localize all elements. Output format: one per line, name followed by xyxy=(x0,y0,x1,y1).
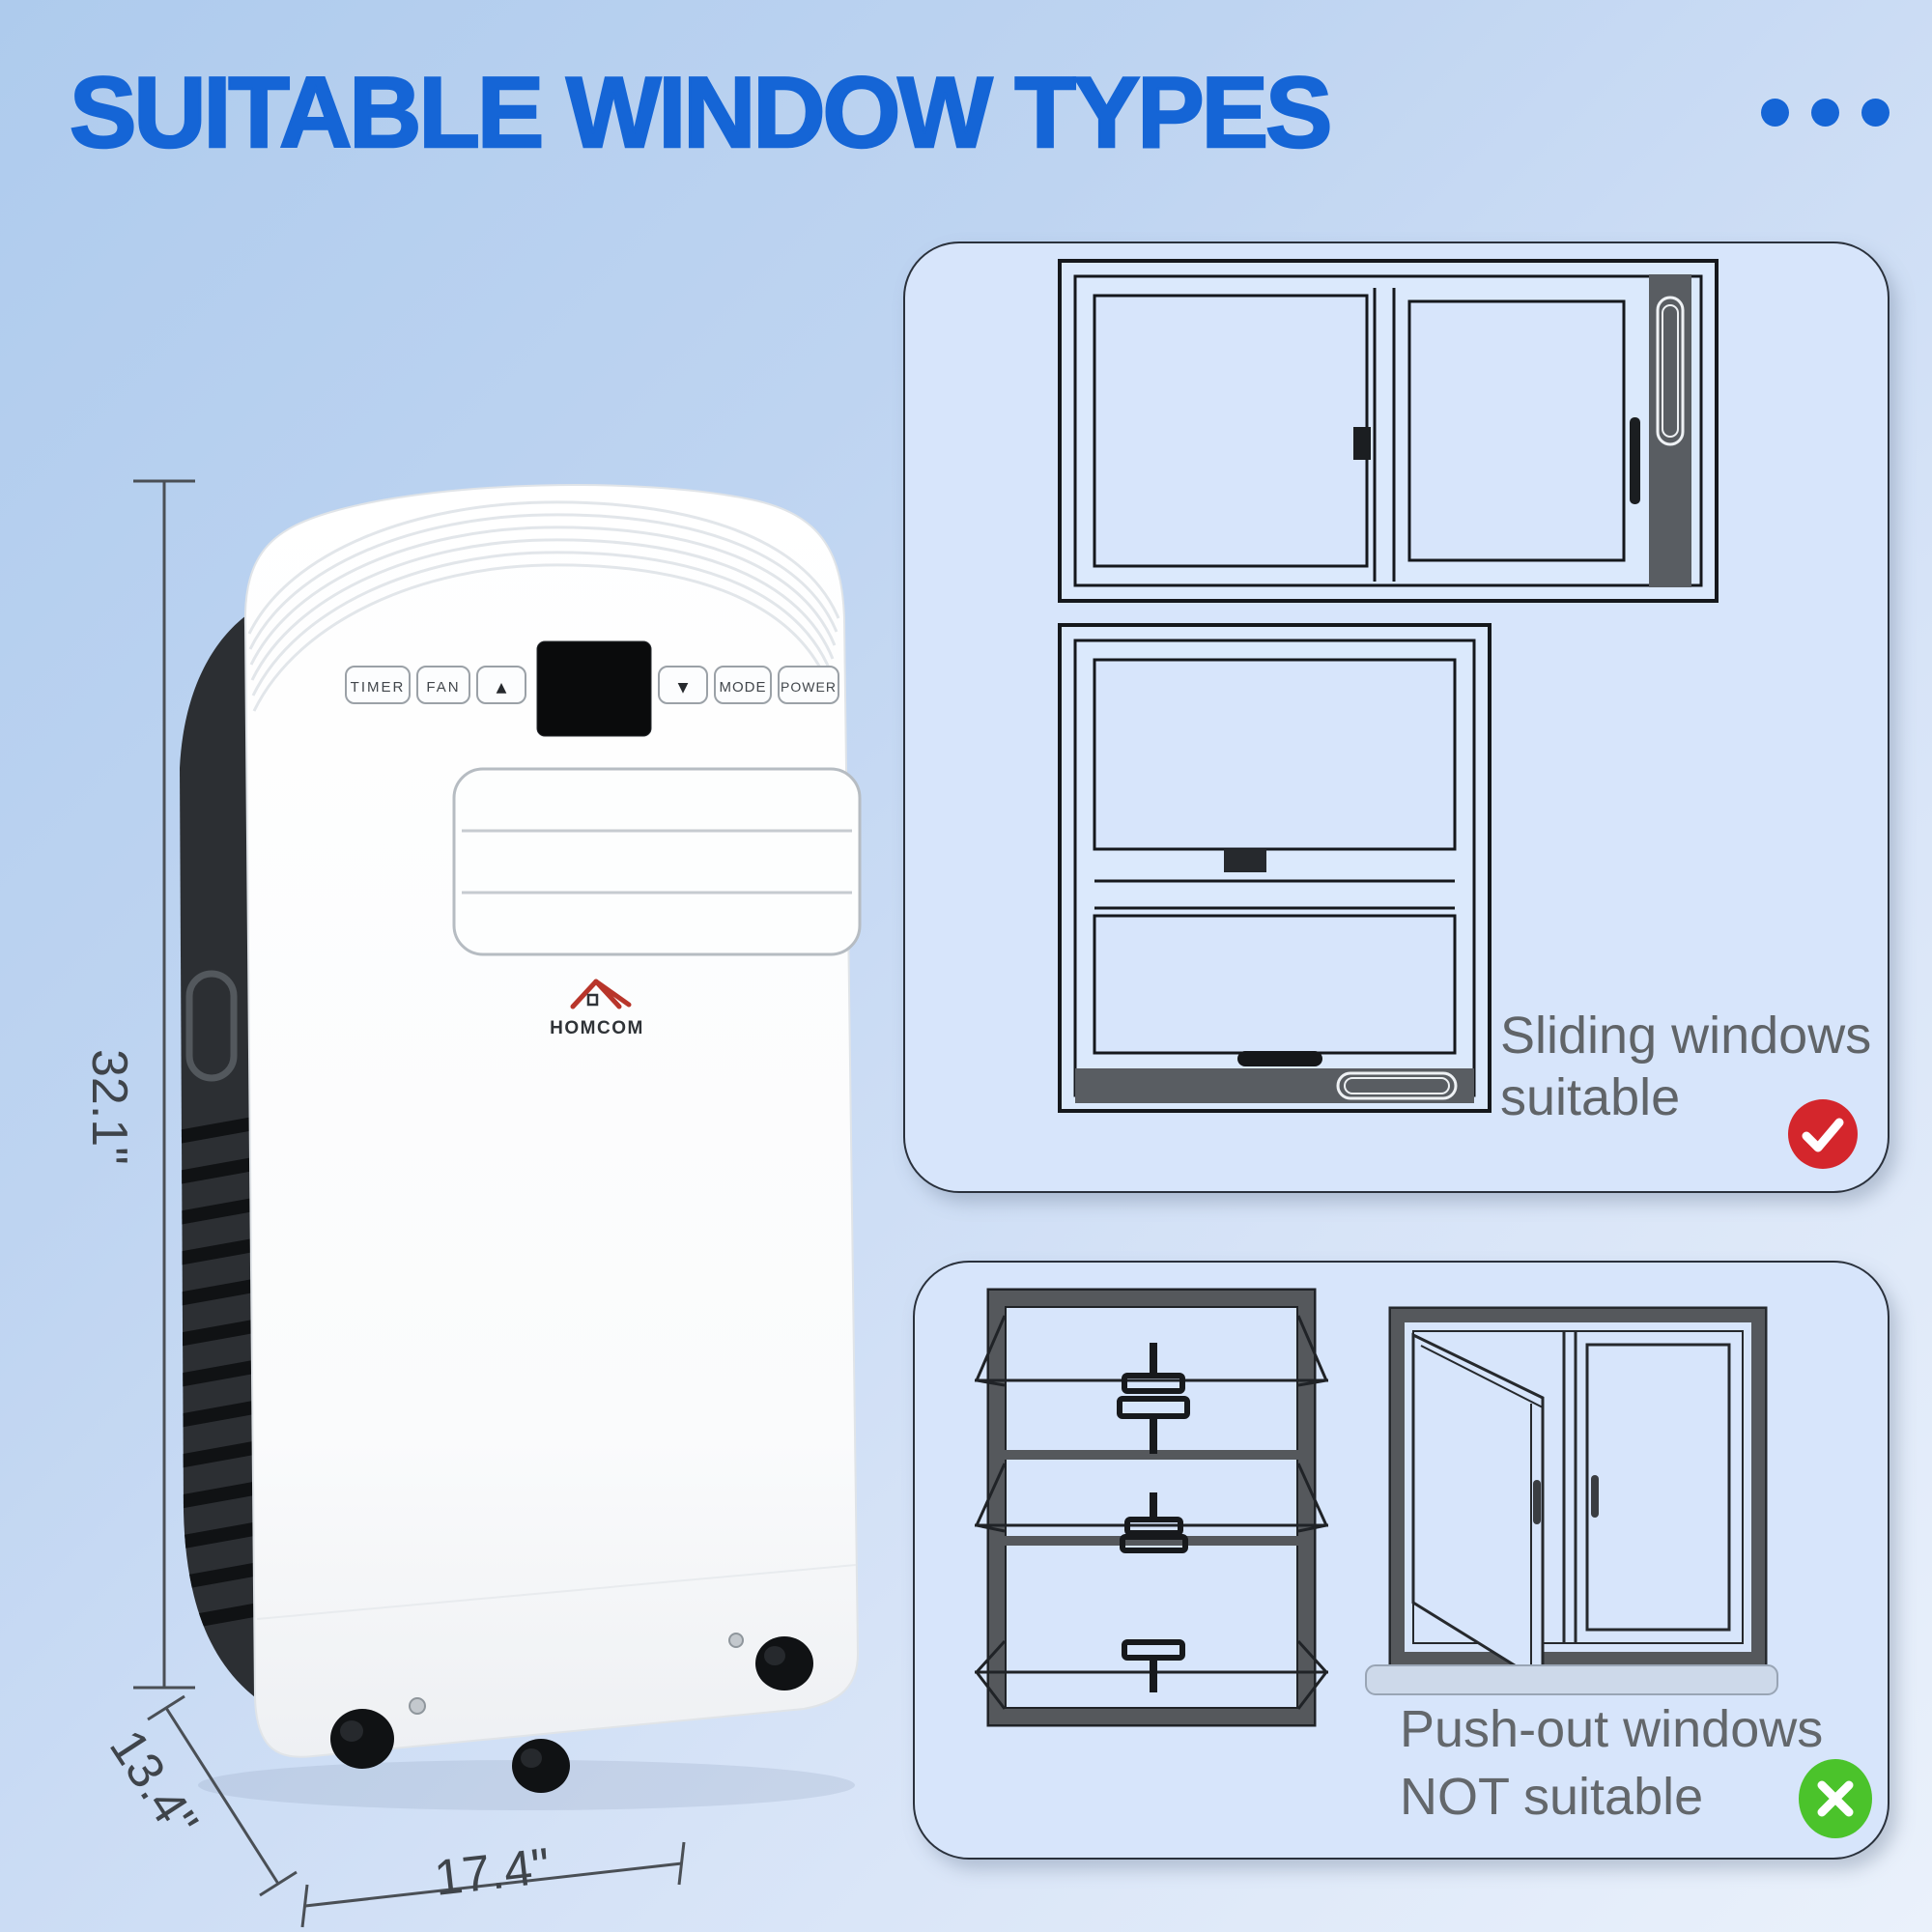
width-dimension-label: 17.4" xyxy=(432,1838,553,1907)
power-button xyxy=(778,666,839,704)
depth-dimension-label: 13.4" xyxy=(99,1720,209,1848)
sliding-caption-line2: suitable xyxy=(1500,1068,1681,1126)
mode-button-label: MODE xyxy=(720,679,767,696)
fan-button xyxy=(416,666,470,704)
pushout-windows-caption: Push-out windows NOT suitable xyxy=(1400,1695,1823,1831)
temp-down-button-label: ▼ xyxy=(678,680,689,696)
brand-logo: HOMCOM xyxy=(550,979,644,1038)
ac-control-panel: TIMER FAN ▲ ▼ MODE POWER xyxy=(345,640,839,737)
pushout-windows-illustrations xyxy=(974,1288,1778,1727)
ac-display-screen xyxy=(536,640,652,737)
ac-side-panel xyxy=(180,611,255,1697)
height-dimension-line xyxy=(133,479,195,1690)
sliding-windows-illustrations xyxy=(1058,259,1719,1113)
horizontal-sliding-window-icon xyxy=(1058,259,1719,603)
cross-icon xyxy=(1799,1759,1872,1838)
timer-button xyxy=(345,666,411,704)
ac-base-seam xyxy=(256,1564,857,1620)
dot-icon xyxy=(1811,99,1839,127)
fan-button-label: FAN xyxy=(426,679,460,696)
ac-louver-vent xyxy=(452,767,862,956)
caster-wheels xyxy=(330,1633,813,1793)
temp-down-button xyxy=(658,666,708,704)
sliding-windows-panel: Sliding windows suitable xyxy=(903,242,1889,1193)
ac-side-vents xyxy=(180,1116,255,1634)
ac-side-handle xyxy=(185,970,238,1082)
temp-up-button xyxy=(476,666,526,704)
pushout-caption-line1: Push-out windows xyxy=(1400,1700,1824,1758)
casement-window-icon xyxy=(1388,1306,1768,1686)
latch-handles xyxy=(1117,1343,1190,1692)
dot-icon xyxy=(1861,99,1889,127)
sliding-caption-line1: Sliding windows xyxy=(1500,1007,1872,1065)
sliding-windows-caption: Sliding windows suitable xyxy=(1500,1005,1871,1128)
temp-up-button-label: ▲ xyxy=(497,680,507,696)
depth-dimension-line xyxy=(147,1694,298,1897)
ellipsis-icon xyxy=(1761,99,1889,127)
ac-top-ridges xyxy=(247,500,840,712)
vertical-sliding-window-icon xyxy=(1058,623,1492,1113)
dot-icon xyxy=(1761,99,1789,127)
pushout-caption-line2: NOT suitable xyxy=(1400,1768,1704,1826)
check-icon xyxy=(1788,1099,1858,1169)
power-button-label: POWER xyxy=(781,679,837,695)
pushout-windows-panel: Push-out windows NOT suitable xyxy=(913,1261,1889,1860)
mode-button xyxy=(714,666,772,704)
timer-button-label: TIMER xyxy=(351,679,406,696)
width-dimension-line xyxy=(300,1841,686,1928)
brand-logo-text: HOMCOM xyxy=(550,1018,644,1038)
awning-window-icon xyxy=(974,1288,1329,1727)
height-dimension-label: 32.1" xyxy=(81,1049,137,1165)
window-sill xyxy=(1365,1664,1778,1695)
page-title: SUITABLE WINDOW TYPES xyxy=(69,56,1334,171)
